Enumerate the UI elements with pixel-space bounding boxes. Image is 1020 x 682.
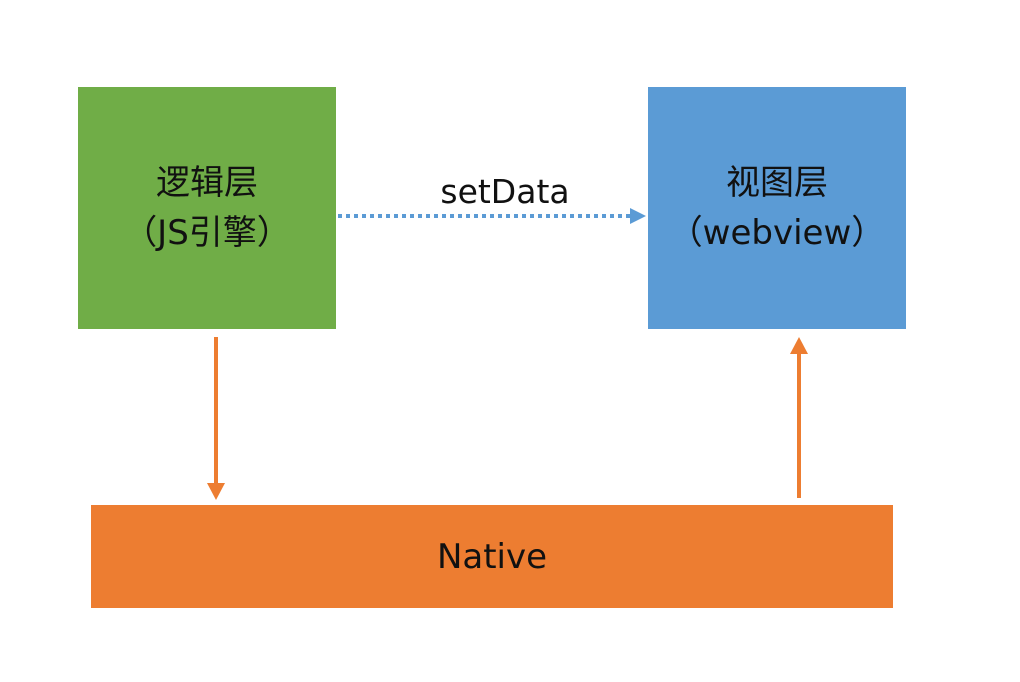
setdata-arrow-head xyxy=(630,208,646,224)
logic-to-native-arrow-head xyxy=(207,483,225,500)
view-layer-title: 视图层 xyxy=(726,163,828,203)
view-layer-node: 视图层 （webview） xyxy=(648,87,906,329)
native-node: Native xyxy=(91,505,893,608)
native-to-view-arrow-head xyxy=(790,337,808,354)
native-label: Native xyxy=(436,536,548,577)
logic-layer-subtitle: （JS引擎） xyxy=(123,213,291,253)
logic-layer-node: 逻辑层 （JS引擎） xyxy=(78,87,336,329)
setdata-edge-label: setData xyxy=(440,172,570,211)
view-layer-subtitle: （webview） xyxy=(668,213,886,253)
logic-layer-title: 逻辑层 xyxy=(156,163,258,203)
